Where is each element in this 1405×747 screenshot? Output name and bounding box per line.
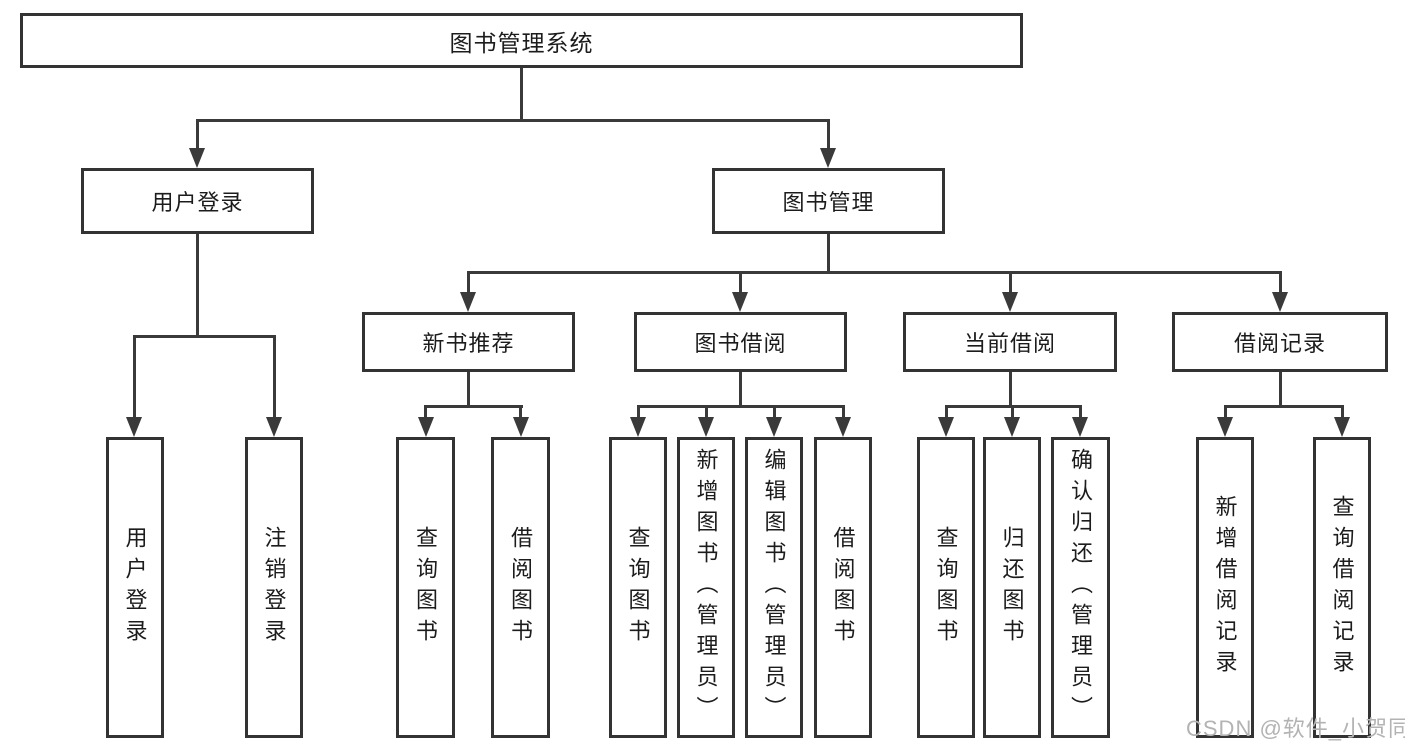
connector-newbook-hbar [424,405,523,408]
arrowhead-current [1002,292,1018,312]
leaf-borrow-query-box: 查询图书 [609,437,667,738]
arrowhead-b-borrow [835,417,851,437]
leaf-borrow-add-box: 新增图书（管理员） [677,437,735,738]
node-new-book-box: 新书推荐 [362,312,575,372]
connector-nb-borrow-drop [519,405,522,421]
leaf-user-login-box: 用户登录 [106,437,164,738]
node-new-book-label: 新书推荐 [422,331,515,356]
connector-login-drop [196,119,199,152]
leaf-current-return-label: 归还图书 [999,525,1025,650]
connector-mgmt-drop [827,119,830,152]
connector-borrow-drop [739,271,742,296]
node-book-mgmt-label: 图书管理 [782,190,875,215]
connector-mgmt-stem [827,234,830,274]
connector-record-drop [1279,271,1282,296]
arrowhead-record [1272,292,1288,312]
connector-record-stem [1279,372,1282,408]
leaf-current-confirm-box: 确认归还（管理员） [1051,437,1110,738]
node-book-borrow-box: 图书借阅 [634,312,847,372]
arrowhead-b-edit [766,417,782,437]
leaf-borrow-query-label: 查询图书 [625,525,651,650]
connector-c-confirm-drop [1079,405,1082,421]
connector-logout-drop [273,335,276,421]
leaf-record-add-label: 新增借阅记录 [1212,494,1238,681]
connector-r-query-drop [1341,405,1344,421]
connector-newbook-stem [467,372,470,408]
connector-root-hbar [196,119,830,122]
connector-nb-query-drop [424,405,427,421]
connector-b-query-drop [637,405,640,421]
connector-login-stem [196,234,199,338]
node-book-borrow-label: 图书借阅 [694,331,787,356]
leaf-user-login-label: 用户登录 [122,525,148,650]
leaf-borrow-edit-label: 编辑图书（管理员） [761,448,787,727]
leaf-record-query-box: 查询借阅记录 [1313,437,1371,738]
connector-c-return-drop [1011,405,1014,421]
node-book-mgmt-box: 图书管理 [712,168,945,234]
connector-r-add-drop [1224,405,1227,421]
arrowhead-borrow [732,292,748,312]
connector-b-add-drop [705,405,708,421]
arrowhead-mgmt [820,148,836,168]
connector-newbook-drop [467,271,470,296]
connector-login-user-drop [133,335,136,421]
leaf-current-query-label: 查询图书 [933,525,959,650]
node-root-box: 图书管理系统 [20,13,1023,68]
node-borrow-record-box: 借阅记录 [1172,312,1388,372]
arrowhead-b-add [698,417,714,437]
node-root-label: 图书管理系统 [449,29,594,56]
connector-mgmt-hbar [467,271,1282,274]
leaf-borrow-borrow-box: 借阅图书 [814,437,872,738]
arrowhead-nb-query [418,417,434,437]
arrowhead-logout [266,417,282,437]
leaf-record-add-box: 新增借阅记录 [1196,437,1254,738]
leaf-current-return-box: 归还图书 [983,437,1041,738]
leaf-newbook-query-box: 查询图书 [396,437,455,738]
arrowhead-c-return [1004,417,1020,437]
leaf-logout-box: 注销登录 [245,437,303,738]
arrowhead-login-user [126,417,142,437]
connector-current-drop [1009,271,1012,296]
connector-current-stem [1009,372,1012,408]
leaf-borrow-add-label: 新增图书（管理员） [693,448,719,727]
leaf-current-query-box: 查询图书 [917,437,975,738]
arrowhead-newbook [460,292,476,312]
connector-borrow-stem [739,372,742,408]
node-current-borrow-box: 当前借阅 [903,312,1117,372]
leaf-current-confirm-label: 确认归还（管理员） [1068,448,1094,727]
connector-b-edit-drop [773,405,776,421]
arrowhead-r-query [1334,417,1350,437]
arrowhead-c-confirm [1072,417,1088,437]
arrowhead-r-add [1217,417,1233,437]
connector-record-hbar [1224,405,1343,408]
node-user-login-box: 用户登录 [81,168,314,234]
leaf-logout-label: 注销登录 [261,525,287,650]
connector-login-hbar [133,335,276,338]
node-user-login-label: 用户登录 [151,190,244,215]
arrowhead-b-query [630,417,646,437]
connector-borrow-hbar [637,405,845,408]
arrowhead-login [189,148,205,168]
leaf-newbook-borrow-label: 借阅图书 [508,525,534,650]
leaf-record-query-label: 查询借阅记录 [1329,494,1355,681]
arrowhead-nb-borrow [513,417,529,437]
leaf-borrow-borrow-label: 借阅图书 [830,525,856,650]
node-borrow-record-label: 借阅记录 [1233,331,1326,356]
watermark-text: CSDN @软件_小贺同学 [1186,716,1405,741]
arrowhead-c-query [938,417,954,437]
connector-c-query-drop [945,405,948,421]
leaf-newbook-borrow-box: 借阅图书 [491,437,550,738]
leaf-newbook-query-label: 查询图书 [413,525,439,650]
node-current-borrow-label: 当前借阅 [963,331,1056,356]
connector-root-stem [520,68,523,122]
connector-b-borrow-drop [842,405,845,421]
leaf-borrow-edit-box: 编辑图书（管理员） [745,437,803,738]
